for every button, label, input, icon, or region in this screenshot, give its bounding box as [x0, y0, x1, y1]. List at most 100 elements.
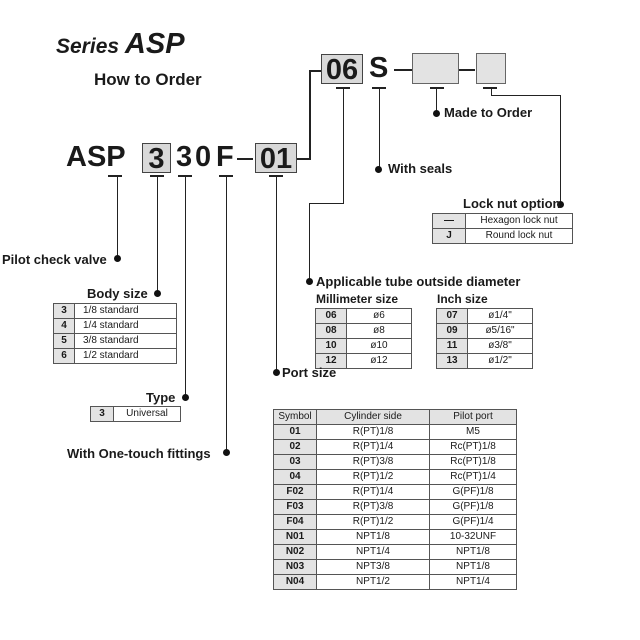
value-cell: M5	[429, 424, 517, 440]
leader-type	[185, 176, 186, 398]
code-fitting-digit: 0	[195, 141, 212, 173]
symbol-cell: F02	[273, 484, 317, 500]
code-dash	[237, 158, 253, 160]
code-prefix: ASP	[66, 141, 126, 173]
bullet-dot	[557, 201, 564, 208]
code-cell: 10	[315, 338, 347, 354]
column-header: Cylinder side	[316, 409, 430, 425]
desc-cell: ø6	[346, 308, 412, 324]
bullet-dot	[154, 290, 161, 297]
value-cell: R(PT)3/8	[316, 454, 430, 470]
value-cell: NPT3/8	[316, 559, 430, 575]
symbol-cell: 02	[273, 439, 317, 455]
bullet-dot	[223, 449, 230, 456]
made-to-order-box	[412, 53, 459, 84]
pilot-check-valve-label: Pilot check valve	[2, 252, 107, 267]
desc-cell: ø10	[346, 338, 412, 354]
symbol-cell: 03	[273, 454, 317, 470]
connector-line	[297, 158, 311, 160]
desc-cell: Universal	[113, 406, 181, 422]
column-header: Pilot port	[429, 409, 517, 425]
bullet-dot	[306, 278, 313, 285]
code-dash-2	[394, 69, 412, 71]
code-cell: 3	[53, 303, 75, 319]
code-tube: 06	[321, 54, 363, 86]
symbol-cell: N04	[273, 574, 317, 590]
leader-body-size	[157, 176, 158, 293]
how-to-order-heading: How to Order	[94, 70, 202, 89]
desc-cell: ø1/2"	[467, 353, 533, 369]
value-cell: NPT1/4	[429, 574, 517, 590]
symbol-cell: 01	[273, 424, 317, 440]
leader-tube	[309, 203, 344, 204]
mto-underline	[430, 87, 444, 89]
leader-lock-nut	[560, 95, 561, 205]
applicable-tube-label: Applicable tube outside diameter	[316, 274, 521, 289]
symbol-cell: N02	[273, 544, 317, 560]
value-cell: 10-32UNF	[429, 529, 517, 545]
millimeter-size-label: Millimeter size	[316, 292, 399, 306]
symbol-cell: F04	[273, 514, 317, 530]
code-body-size: 3	[142, 143, 171, 175]
value-cell: NPT1/8	[429, 544, 517, 560]
bullet-dot	[273, 369, 280, 376]
leader-made-to-order	[436, 88, 437, 114]
code-seal: S	[369, 52, 389, 84]
value-cell: R(PT)1/4	[316, 439, 430, 455]
leader-pilot-check	[117, 176, 118, 258]
code-cell: 11	[436, 338, 468, 354]
value-cell: R(PT)1/8	[316, 424, 430, 440]
code-cell: 6	[53, 348, 75, 364]
code-cell: —	[432, 213, 466, 229]
value-cell: G(PF)1/8	[429, 484, 517, 500]
series-name: ASP	[124, 28, 185, 60]
code-cell: 3	[90, 406, 114, 422]
desc-cell: ø3/8"	[467, 338, 533, 354]
bullet-dot	[114, 255, 121, 262]
value-cell: NPT1/8	[429, 559, 517, 575]
desc-cell: 3/8 standard	[74, 333, 177, 349]
made-to-order-label: Made to Order	[444, 105, 533, 120]
connector-line	[309, 70, 321, 72]
code-cell: 5	[53, 333, 75, 349]
code-cell: 06	[315, 308, 347, 324]
lock-nut-option-label: Lock nut option	[463, 196, 561, 211]
leader-with-seals	[379, 88, 380, 168]
leader-lock-nut	[491, 88, 492, 96]
series-prefix: Series	[56, 35, 120, 58]
value-cell: R(PT)1/2	[316, 514, 430, 530]
value-cell: NPT1/4	[316, 544, 430, 560]
symbol-cell: N03	[273, 559, 317, 575]
leader-tube	[309, 203, 310, 281]
prefix-underline	[108, 175, 122, 177]
value-cell: NPT1/2	[316, 574, 430, 590]
desc-cell: ø12	[346, 353, 412, 369]
bullet-dot	[433, 110, 440, 117]
port-size-label: Port size	[282, 365, 337, 380]
symbol-cell: F03	[273, 499, 317, 515]
with-seals-label: With seals	[388, 161, 453, 176]
leader-one-touch	[226, 176, 227, 453]
code-cell: 13	[436, 353, 468, 369]
